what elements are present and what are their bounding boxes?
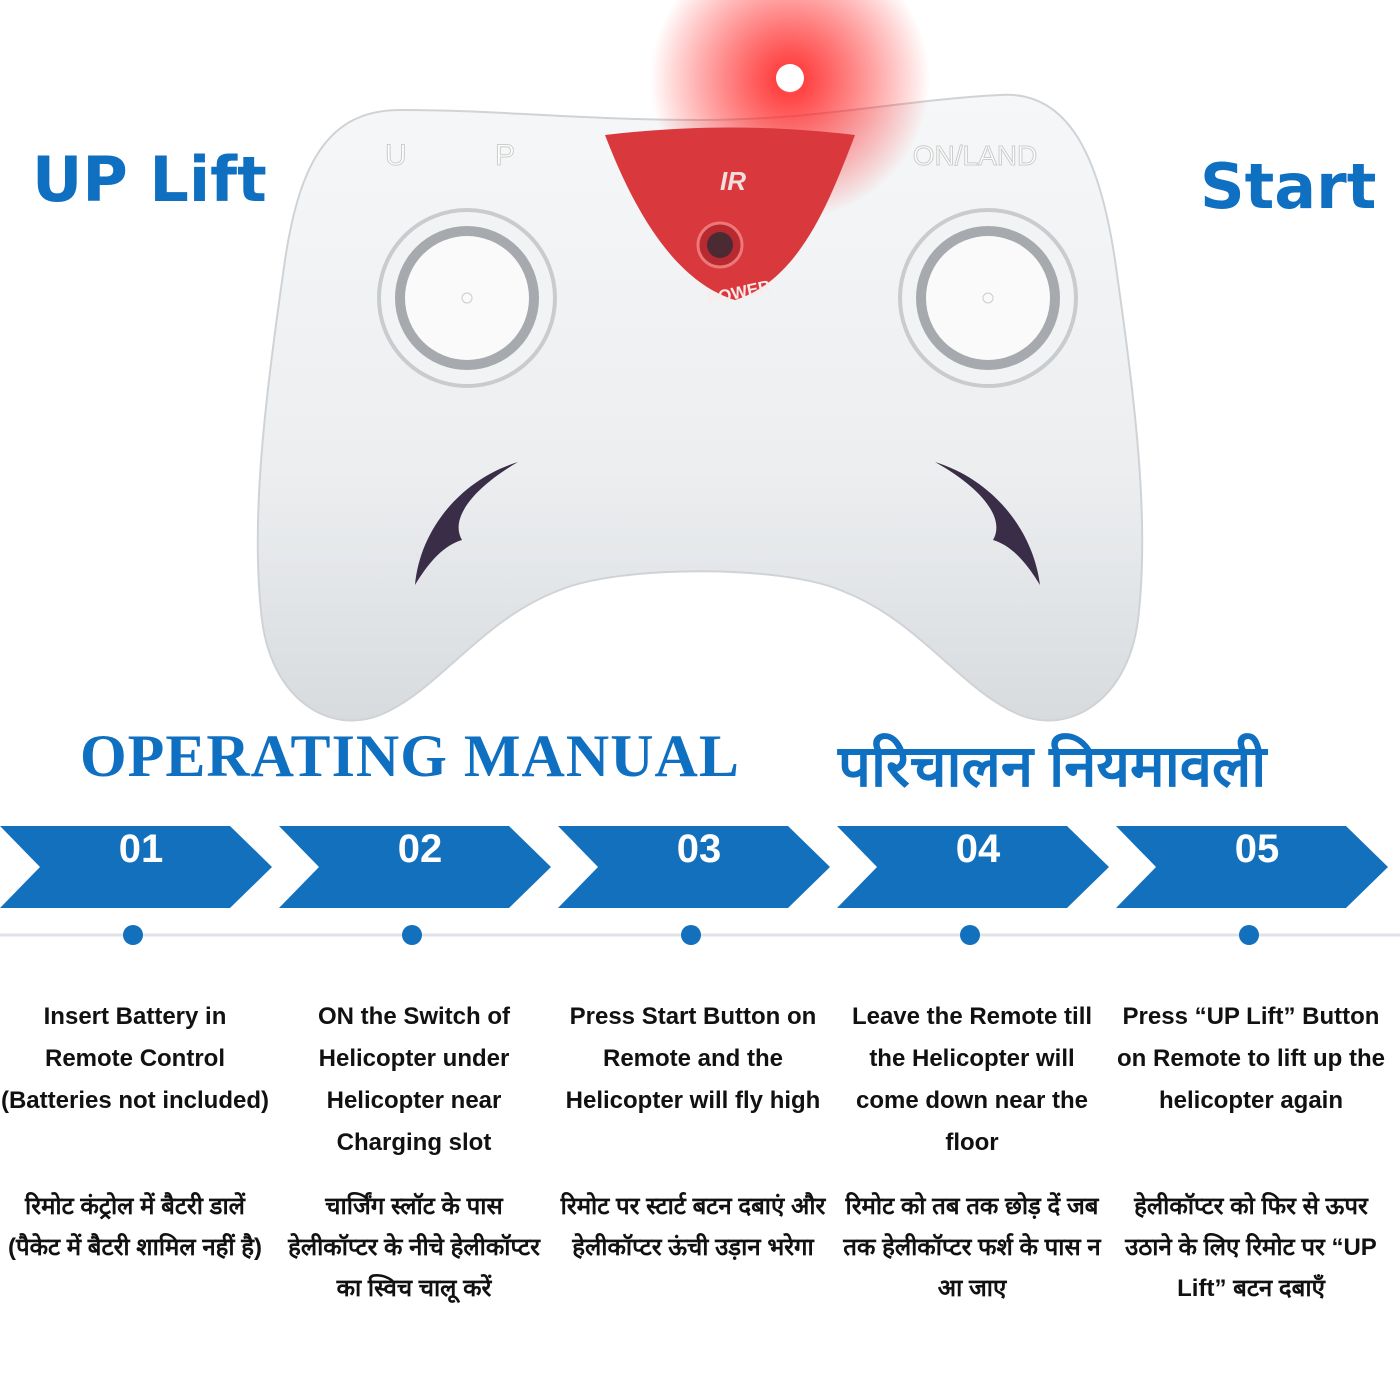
remote-controller-image: IR POWER U P ON/LAND xyxy=(256,0,1144,722)
power-button-center[interactable] xyxy=(707,232,733,258)
step-number: 02 xyxy=(397,827,443,871)
step-number: 04 xyxy=(955,827,1001,871)
step-chevron xyxy=(837,826,1109,908)
step-instruction-hindi: रिमोट पर स्टार्ट बटन दबाएं और हेलीकॉप्टर… xyxy=(560,1193,826,1261)
step-number: 05 xyxy=(1234,827,1280,871)
title-hindi: परिचालन नियमावली xyxy=(838,734,1267,799)
step-instruction-english: Press Start Button on Remote and the Hel… xyxy=(565,1003,821,1114)
step-instruction-hindi: रिमोट को तब तक छोड़ दें जब तक हेलीकॉप्टर… xyxy=(843,1193,1101,1302)
step-chevron xyxy=(558,826,830,908)
step-instruction-hindi: चार्जिंग स्लॉट के पास हेलीकॉप्टर के नीचे… xyxy=(288,1193,540,1302)
steps-timeline xyxy=(0,826,1400,945)
power-panel xyxy=(605,127,855,300)
step-chevron xyxy=(0,826,272,908)
step-chevron xyxy=(279,826,551,908)
step-dot xyxy=(402,925,422,945)
led-light xyxy=(776,64,804,92)
step-number: 03 xyxy=(676,827,722,871)
step-chevron xyxy=(1116,826,1388,908)
step-instruction-hindi: रिमोट कंट्रोल में बैटरी डालें (पैकेट में… xyxy=(7,1193,263,1261)
step-instruction-english: Leave the Remote till the Helicopter wil… xyxy=(851,1003,1093,1156)
right-joystick[interactable] xyxy=(898,208,1078,388)
step-dot xyxy=(960,925,980,945)
title-english: OPERATING MANUAL xyxy=(80,723,740,789)
step-instruction-english: Press “UP Lift” Button on Remote to lift… xyxy=(1117,1003,1385,1114)
on-land-label: ON/LAND xyxy=(913,140,1037,171)
up-lift-label: UP Lift xyxy=(32,143,267,216)
step-instruction-english: ON the Switch of Helicopter under Helico… xyxy=(318,1003,510,1156)
start-label: Start xyxy=(1200,150,1377,223)
brand-logo: IR xyxy=(720,166,746,196)
step-dot xyxy=(1239,925,1259,945)
step-dot xyxy=(123,925,143,945)
step-number: 01 xyxy=(118,827,164,871)
step-instruction-hindi: हेलीकॉप्टर को फिर से ऊपर उठाने के लिए रि… xyxy=(1125,1193,1377,1302)
step-dot xyxy=(681,925,701,945)
up-label: U P xyxy=(385,139,555,172)
step-instruction-english: Insert Battery in Remote Control (Batter… xyxy=(0,1003,270,1114)
left-joystick[interactable] xyxy=(377,208,557,388)
